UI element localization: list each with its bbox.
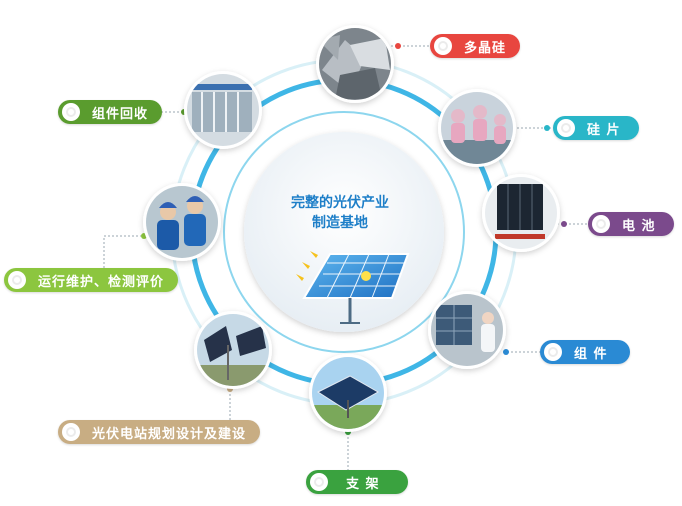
label-bullet-icon <box>62 423 80 441</box>
solar-cell-photo[interactable] <box>482 174 560 252</box>
wafer-factory-workers-photo[interactable] <box>438 89 516 167</box>
label-bracket[interactable]: 支 架 <box>306 470 408 494</box>
panel-bracket-field-photo[interactable] <box>309 354 387 432</box>
recycling-equipment-photo[interactable] <box>184 71 262 149</box>
polysilicon-chunks-photo[interactable] <box>316 25 394 103</box>
label-wafer[interactable]: 硅 片 <box>553 116 639 140</box>
module-production-line-photo[interactable] <box>428 291 506 369</box>
label-text: 硅 片 <box>587 122 621 138</box>
label-bullet-icon <box>544 343 562 361</box>
label-bullet-icon <box>434 37 452 55</box>
center-title-line1: 完整的光伏产业 <box>291 195 389 211</box>
inspection-workers-photo[interactable] <box>143 183 221 261</box>
label-text: 多晶硅 <box>464 40 507 56</box>
label-bullet-icon <box>8 271 26 289</box>
tracker-installation-photo[interactable] <box>194 311 272 389</box>
label-bullet-icon <box>592 215 610 233</box>
label-bullet-icon <box>557 119 575 137</box>
sunlight-arrows-icon <box>296 251 318 281</box>
label-bullet-icon <box>310 473 328 491</box>
label-module[interactable]: 组 件 <box>540 340 630 364</box>
label-text: 运行维护、检测评价 <box>38 274 165 290</box>
center-title: 完整的光伏产业 制造基地 <box>270 193 410 233</box>
label-text: 支 架 <box>346 476 380 492</box>
solar-panel-icon <box>296 251 410 324</box>
inner-ring <box>223 111 465 353</box>
label-text: 光伏电站规划设计及建设 <box>92 426 247 442</box>
label-text: 组 件 <box>574 346 608 362</box>
label-om[interactable]: 运行维护、检测评价 <box>4 268 179 292</box>
label-recycling[interactable]: 组件回收 <box>58 100 163 124</box>
label-polysilicon[interactable]: 多晶硅 <box>430 34 521 58</box>
label-cell[interactable]: 电 池 <box>588 212 674 236</box>
label-text: 电 池 <box>622 218 656 234</box>
label-bullet-icon <box>62 103 80 121</box>
label-design-build[interactable]: 光伏电站规划设计及建设 <box>58 420 261 444</box>
center-title-line2: 制造基地 <box>312 215 368 231</box>
label-text: 组件回收 <box>92 106 149 122</box>
